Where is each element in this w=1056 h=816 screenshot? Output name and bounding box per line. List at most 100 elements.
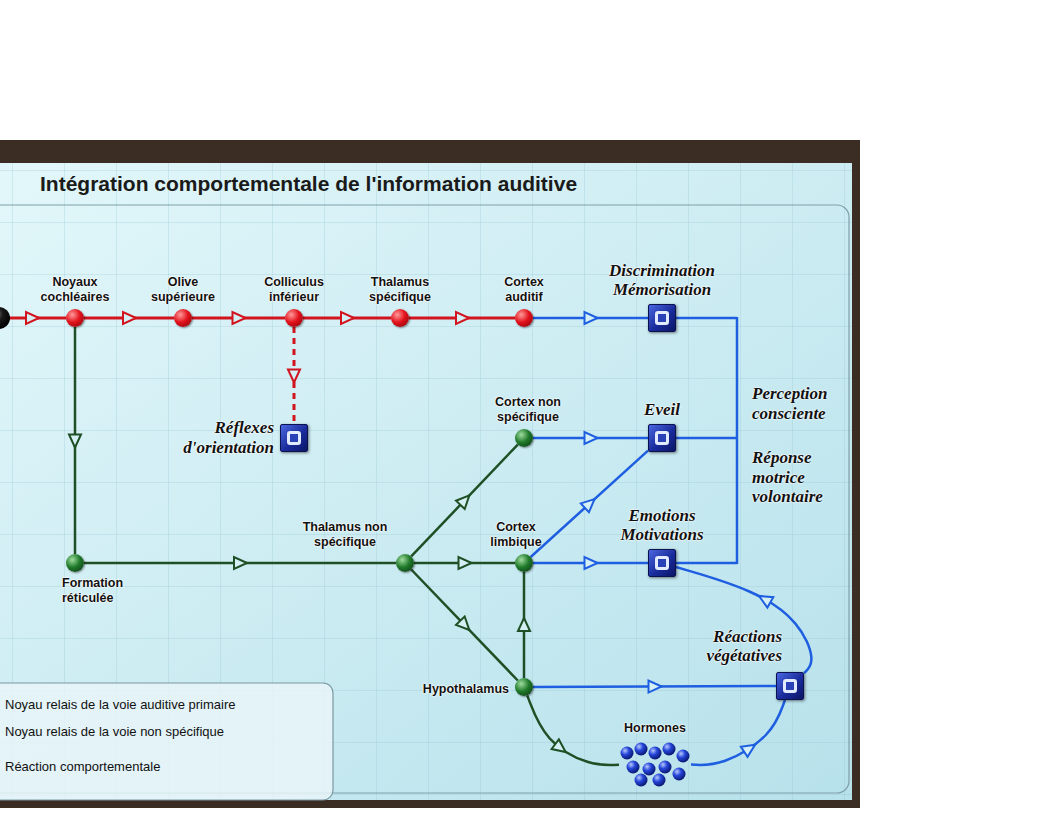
- node-label: Thalamus spécifique: [360, 275, 440, 305]
- square-core: [287, 431, 301, 445]
- panel-outline: [0, 205, 849, 793]
- arrowhead: [233, 312, 246, 324]
- behavior-box: Eveil: [648, 424, 676, 452]
- connector: [409, 312, 515, 324]
- legend-text: Noyau relais de la voie non spécifique: [5, 724, 224, 739]
- node-label: Thalamus non spécifique: [289, 520, 401, 550]
- behavior-box: Discrimination Mémorisation: [648, 304, 676, 332]
- node-label: Noyaux cochléaires: [35, 275, 115, 305]
- legend-entry: Réaction comportementale: [5, 759, 160, 775]
- node-label: Cortex auditif: [493, 275, 555, 305]
- hormone-ball: [627, 761, 640, 774]
- arrowhead: [123, 312, 136, 324]
- square-core: [655, 311, 669, 325]
- response-square: [648, 304, 676, 332]
- arrowhead: [581, 495, 599, 513]
- panel: [0, 163, 852, 800]
- relay-nucleus: Cortex limbique: [515, 554, 533, 572]
- relay-nucleus: Thalamus spécifique: [391, 309, 409, 327]
- hormone-ball: [677, 750, 690, 763]
- behavior-box: Réflexes d'orientation: [280, 424, 308, 452]
- arrowhead: [585, 312, 598, 324]
- connector: [691, 700, 785, 765]
- grid: [0, 163, 852, 800]
- connector: [527, 695, 619, 765]
- square-core: [655, 556, 669, 570]
- arrowhead: [518, 618, 530, 631]
- nucleus-dot: [285, 309, 303, 327]
- arrowhead: [69, 435, 81, 448]
- bracket-line: [676, 562, 737, 565]
- arrowhead: [456, 617, 474, 635]
- node-label: Colliculus inférieur: [254, 275, 334, 305]
- node-label: Réflexes d'orientation: [144, 418, 274, 457]
- annotation-label: Réponse motrice volontaire: [752, 448, 844, 507]
- nucleus-dot: [515, 429, 533, 447]
- annotation-label: Perception consciente: [752, 384, 844, 423]
- connector: [84, 557, 396, 569]
- nucleus-dot: [515, 554, 533, 572]
- legend-entry: Noyau relais de la voie auditive primair…: [5, 697, 236, 713]
- response-square: [280, 424, 308, 452]
- legend-text: Noyau relais de la voie auditive primair…: [5, 697, 236, 712]
- arrowhead: [26, 312, 39, 324]
- nucleus-dot: [391, 309, 409, 327]
- arrowhead: [756, 591, 773, 608]
- relay-nucleus: Thalamus non spécifique: [396, 554, 414, 572]
- arrowhead: [288, 370, 300, 383]
- bracket-line: [736, 317, 739, 564]
- bracket-line: [676, 437, 737, 440]
- connector: [533, 680, 776, 692]
- node-label: Discrimination Mémorisation: [587, 261, 737, 300]
- connector: [533, 432, 648, 444]
- connector: [533, 557, 648, 569]
- hormone-ball: [621, 747, 634, 760]
- arrowhead: [456, 491, 474, 509]
- diagram-title: Intégration comportementale de l'informa…: [40, 172, 577, 195]
- node-label: Eveil: [622, 400, 702, 420]
- behavior-box: Emotions Motivations: [648, 549, 676, 577]
- arrowhead: [648, 680, 661, 692]
- nucleus-dot: [66, 554, 84, 572]
- node-label: Formation réticulée: [62, 576, 152, 606]
- square-core: [783, 679, 797, 693]
- nucleus-dot: [515, 309, 533, 327]
- connector: [84, 312, 174, 324]
- behavior-box: Réactions végétatives: [776, 672, 804, 700]
- connector-line: [691, 700, 785, 765]
- nucleus-dot: [396, 554, 414, 572]
- frame: [0, 140, 860, 808]
- hormone-ball: [643, 763, 656, 776]
- hormone-ball: [673, 768, 686, 781]
- relay-nucleus: Hypothalamus: [515, 678, 533, 696]
- relay-nucleus: Cortex non spécifique: [515, 429, 533, 447]
- relay-nucleus: Colliculus inférieur: [285, 309, 303, 327]
- arrowhead: [234, 557, 247, 569]
- node-label: Hormones: [624, 721, 686, 736]
- node-label: Emotions Motivations: [597, 506, 727, 545]
- arrowhead: [341, 312, 354, 324]
- hormone-ball: [635, 743, 648, 756]
- arrowhead: [552, 739, 570, 756]
- connector: [518, 572, 530, 678]
- relay-nucleus: Cortex auditif: [515, 309, 533, 327]
- legend-text: Réaction comportementale: [5, 759, 160, 774]
- response-square: [648, 424, 676, 452]
- connector: [411, 569, 518, 680]
- hormone-ball: [635, 774, 648, 787]
- relay-nucleus: Noyaux cochléaires: [66, 309, 84, 327]
- legend-box: [0, 683, 333, 800]
- arrowhead: [456, 312, 469, 324]
- nucleus-dot: [174, 309, 192, 327]
- hormone-ball: [659, 761, 672, 774]
- node-label: Cortex limbique: [483, 520, 549, 550]
- square-core: [655, 431, 669, 445]
- response-square: [776, 672, 804, 700]
- connector: [414, 557, 515, 569]
- arrowhead: [741, 740, 758, 757]
- legend-entry: Noyau relais de la voie non spécifique: [5, 724, 224, 740]
- cochlea-dot: [0, 307, 10, 329]
- relay-nucleus: Formation réticulée: [66, 554, 84, 572]
- hormone-cluster: Hormones: [619, 740, 691, 786]
